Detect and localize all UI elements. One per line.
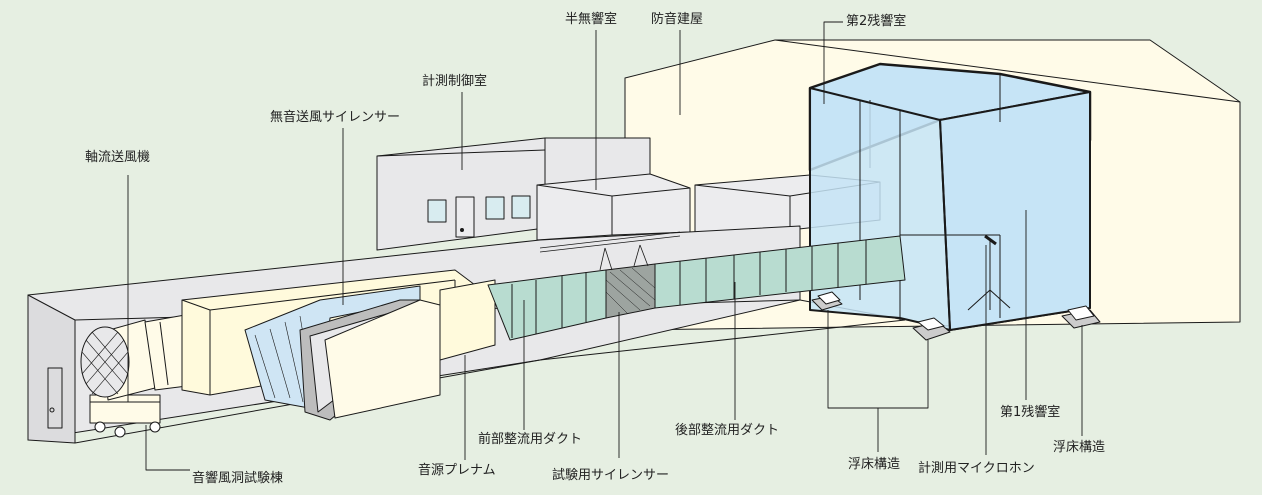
building-door <box>47 367 63 429</box>
label-control-room: 計測制御室 <box>422 74 488 89</box>
label-floating-floor-1: 浮床構造 <box>848 457 901 472</box>
label-reverb-room-1: 第1残響室 <box>1000 405 1061 420</box>
window-2 <box>485 196 505 220</box>
window-3 <box>511 195 531 219</box>
test-silencer <box>605 263 656 319</box>
label-sound-plenum: 音源プレナム <box>418 463 496 478</box>
label-rear-duct: 後部整流用ダクト <box>675 423 780 438</box>
label-semi-anechoic: 半無響室 <box>565 12 618 27</box>
window-1 <box>427 199 447 223</box>
axial-fan <box>80 314 196 438</box>
label-silencer: 無音送風サイレンサー <box>270 110 401 125</box>
silencer-block <box>181 269 496 421</box>
leader-lines <box>127 21 1083 471</box>
floating-floor-mounts <box>811 291 1101 341</box>
label-front-duct: 前部整流用ダクト <box>478 432 583 447</box>
label-floating-floor-2: 浮床構造 <box>1053 440 1106 455</box>
label-wind-tunnel-building: 音響風洞試験棟 <box>192 471 284 486</box>
label-microphone: 計測用マイクロホン <box>918 461 1035 476</box>
sound-plenum <box>439 279 496 361</box>
control-room-door <box>455 196 475 238</box>
rear-duct <box>654 235 906 309</box>
label-test-silencer: 試験用サイレンサー <box>552 468 670 483</box>
label-soundproof-building: 防音建屋 <box>651 12 704 27</box>
label-reverb-room-2: 第2残響室 <box>846 14 907 29</box>
duct-hangers <box>539 231 681 271</box>
label-axial-fan: 軸流送風機 <box>85 150 151 165</box>
